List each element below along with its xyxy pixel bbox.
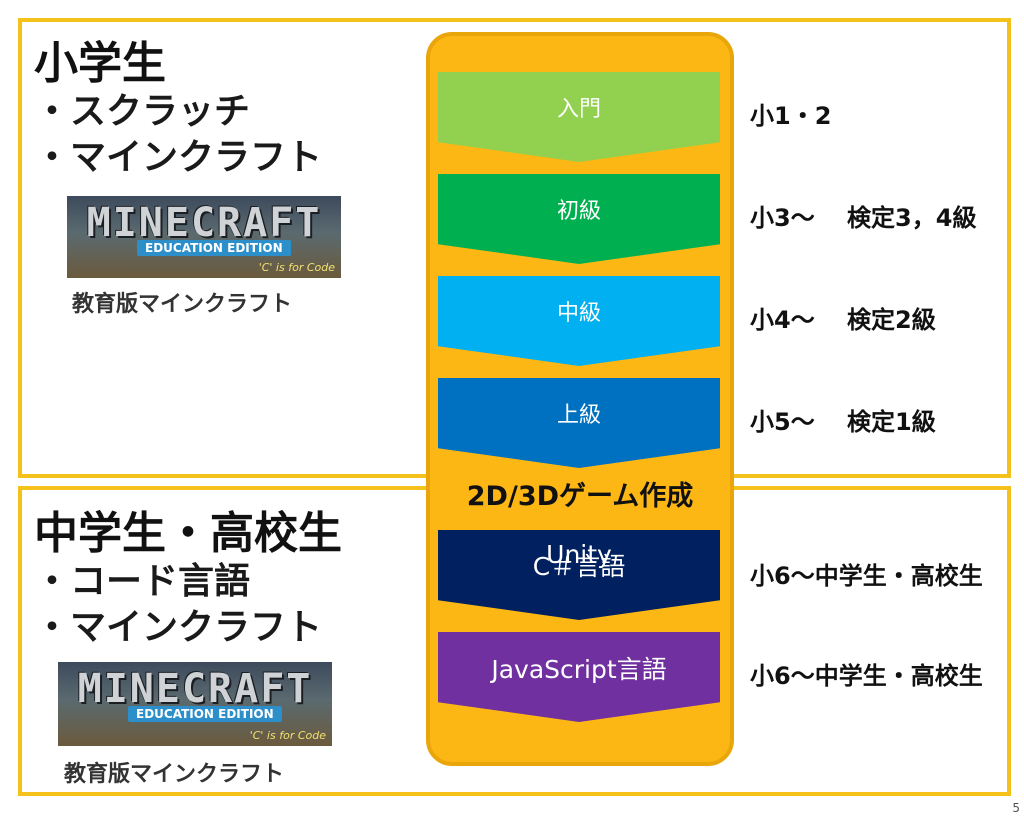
minecraft-logo-image: MINECRAFT EDUCATION EDITION 'C' is for C… [58,662,332,746]
bullet-code-language: ・コード言語 [34,561,251,602]
step-note: 小5～ 検定1級 [750,408,936,436]
step-label: 中級 [556,301,601,326]
minecraft-logo-subtitle: EDUCATION EDITION [128,706,282,722]
minecraft-logo-title: MINECRAFT [77,666,313,712]
minecraft-logo-subtitle: EDUCATION EDITION [137,240,291,256]
bullet-minecraft: ・マインクラフト [34,607,323,648]
elementary-heading: 小学生 [34,38,166,89]
step-javascript: JavaScript言語 [438,632,720,722]
step-label: 入門 [556,97,601,122]
step-label: JavaScript言語 [491,655,667,684]
game-creation-label: 2D/3Dゲーム作成 [466,481,694,512]
step-note: 小6～中学生・高校生 [750,562,983,590]
minecraft-caption: 教育版マインクラフト [72,292,293,317]
step-note: 小1・2 [750,102,832,130]
step-intro: 入門 [438,72,720,162]
minecraft-logo-image: MINECRAFT EDUCATION EDITION 'C' is for C… [67,196,341,278]
step-intermediate: 中級 [438,276,720,366]
bullet-scratch: ・スクラッチ [34,91,251,132]
step-beginner: 初級 [438,174,720,264]
page-number: 5 [1012,801,1020,815]
step-label: 上級 [556,403,601,428]
step-label-line1: Unity [546,540,612,569]
step-label-line2: C＃言語 [532,552,626,581]
step-advanced: 上級 [438,378,720,468]
step-label: 初級 [556,199,601,224]
secondary-heading: 中学生・高校生 [34,508,342,559]
step-note: 小4～ 検定2級 [750,306,936,334]
step-unity: Unity C＃言語 [438,530,720,620]
minecraft-logo-title: MINECRAFT [86,200,322,246]
minecraft-logo-tagline: 'C' is for Code [258,261,335,274]
step-note: 小6～中学生・高校生 [750,662,983,690]
minecraft-logo-tagline: 'C' is for Code [249,729,326,742]
minecraft-caption: 教育版マインクラフト [64,762,285,787]
step-note: 小3～ 検定3，4級 [750,204,977,232]
bullet-minecraft: ・マインクラフト [34,137,323,178]
